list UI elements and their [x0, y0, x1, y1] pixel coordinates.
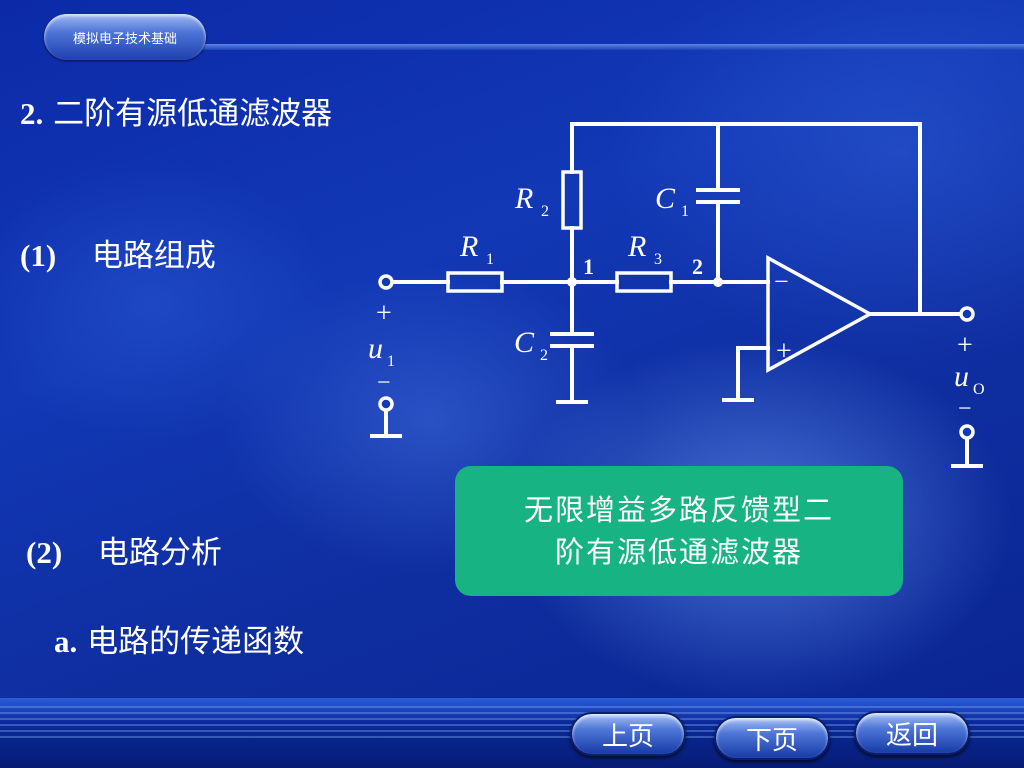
- item1-heading: (1) 电路组成: [20, 230, 216, 275]
- next-page-button[interactable]: 下页: [714, 716, 830, 760]
- output-terminal-top: [959, 306, 975, 322]
- section-number: 2.: [20, 96, 44, 131]
- course-title-badge: 模拟电子技术基础: [44, 14, 206, 60]
- node1-dot: [567, 277, 577, 287]
- r3-subscript: 3: [654, 251, 662, 268]
- r1-label: R: [459, 230, 478, 263]
- return-button[interactable]: 返回: [854, 711, 970, 755]
- output-minus-sign: −: [958, 396, 972, 422]
- opamp-minus-sign: −: [774, 267, 789, 296]
- input-terminal-top: [378, 274, 394, 290]
- r3-label: R: [627, 230, 646, 263]
- item2-heading: (2) 电路分析: [26, 527, 222, 572]
- node2-label: 2: [692, 254, 703, 279]
- input-minus-sign: −: [377, 370, 391, 396]
- bottom-bar: [0, 698, 1024, 768]
- circuit-type-note: 无限增益多路反馈型二 阶有源低通滤波器: [455, 466, 903, 596]
- r1-subscript: 1: [486, 251, 494, 268]
- opamp-body: [766, 255, 874, 373]
- subitem-a-heading: a. 电路的传递函数: [54, 616, 304, 661]
- top-bar: 模拟电子技术基础: [0, 0, 1024, 74]
- input-plus-sign: +: [376, 298, 392, 329]
- output-voltage-subscript: O: [973, 381, 985, 398]
- subitem-a-number: a.: [54, 624, 78, 659]
- node1-label: 1: [583, 254, 594, 279]
- top-divider: [170, 44, 1024, 50]
- item2-title: 电路分析: [97, 535, 222, 571]
- input-voltage-label: u: [368, 332, 383, 365]
- output-plus-sign: +: [957, 330, 973, 361]
- bottom-stripe: [0, 706, 1024, 740]
- output-voltage-label: u: [954, 360, 969, 393]
- section-title: 二阶有源低通滤波器: [53, 96, 333, 132]
- r2-subscript: 2: [541, 203, 549, 220]
- resistor-r2-body: [561, 170, 583, 230]
- input-terminal-bottom: [378, 396, 394, 412]
- r2-label: R: [514, 182, 533, 215]
- item2-number: (2): [26, 535, 63, 570]
- section-heading: 2. 二阶有源低通滤波器: [20, 88, 332, 133]
- note-line-1: 无限增益多路反馈型二: [523, 493, 834, 527]
- subitem-a-title: 电路的传递函数: [87, 624, 305, 660]
- item1-title: 电路组成: [91, 238, 216, 274]
- c1-subscript: 1: [681, 203, 689, 220]
- item1-number: (1): [20, 238, 57, 273]
- c2-label: C: [514, 326, 535, 359]
- c1-label: C: [655, 182, 676, 215]
- resistor-r3-body: [615, 271, 673, 293]
- output-terminal-bottom: [959, 424, 975, 440]
- node2-dot: [713, 277, 723, 287]
- opamp-plus-sign: +: [776, 336, 792, 367]
- input-voltage-subscript: 1: [387, 353, 395, 370]
- c2-subscript: 2: [540, 347, 548, 364]
- note-line-2: 阶有源低通滤波器: [554, 535, 803, 569]
- resistor-r1-body: [446, 271, 504, 293]
- prev-page-button[interactable]: 上页: [570, 712, 686, 756]
